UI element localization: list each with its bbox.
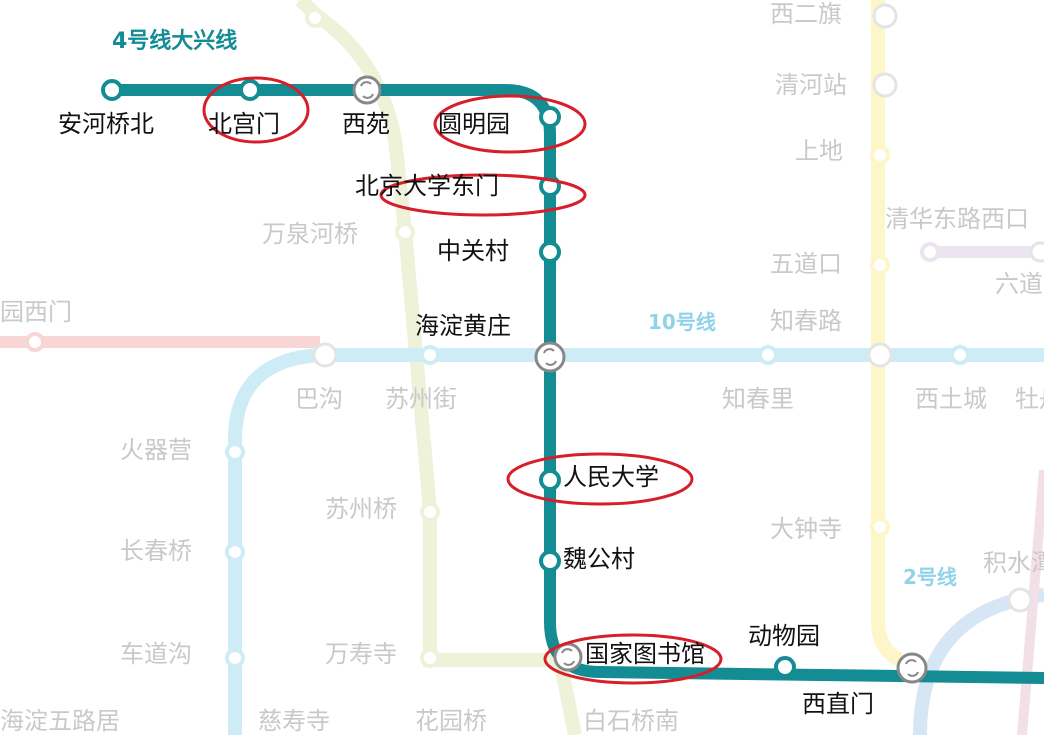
line4-station-circles <box>101 79 796 678</box>
highlight-yuanmingyuan <box>433 94 587 154</box>
station-label-baishiqiao-south: 白石桥南 <box>583 707 679 735</box>
transfer-arrows <box>360 81 919 677</box>
transfer-icon <box>553 642 583 672</box>
faded-station-circles <box>25 8 970 668</box>
station-label-huoqiying: 火器营 <box>120 436 192 464</box>
highlight-pku-east-gate <box>379 173 587 217</box>
station-label-changchunqiao: 长春桥 <box>120 537 192 565</box>
station-label-huayuanqiao: 花园桥 <box>415 707 487 735</box>
line10-title: 10号线 <box>648 310 716 334</box>
station-label-qinghua-east-road: 清华东路西口 <box>885 205 1029 233</box>
station-label-zhichunli: 知春里 <box>722 385 794 413</box>
station-label-suzhoujie: 苏州街 <box>385 385 457 413</box>
transfer-icon <box>352 75 382 105</box>
station-label-pku-east-gate: 北京大学东门 <box>355 172 499 200</box>
station-label-xitucheng: 西土城 <box>915 385 987 413</box>
highlight-national-library <box>543 633 723 685</box>
station-label-cishousi: 慈寿寺 <box>258 707 330 735</box>
station-label-xizhimen: 西直门 <box>802 690 874 718</box>
faded-transfer-icons <box>312 3 1044 613</box>
station-label-dongwuyuan: 动物园 <box>748 622 820 650</box>
station-label-weigongcun: 魏公村 <box>563 545 635 573</box>
station-label-mudanyuan: 牡丹园 <box>1015 385 1044 413</box>
line2-title: 2号线 <box>903 565 957 589</box>
station-label-chedaogou: 车道沟 <box>120 640 192 668</box>
station-label-dazhongsi: 大钟寺 <box>770 515 842 543</box>
transfer-icon <box>896 652 928 684</box>
station-label-national-library: 国家图书馆 <box>585 640 705 668</box>
station-label-wanquanhe-bridge: 万泉河桥 <box>262 220 358 248</box>
line4-path <box>106 84 1044 684</box>
line4-title: 4号线大兴线 <box>112 29 238 54</box>
station-label-jishuitan: 积水潭 <box>983 549 1044 577</box>
line-pink-faded-path <box>1017 469 1044 735</box>
highlight-renmin-daxue <box>506 452 694 506</box>
station-label-anheqiao-north: 安河桥北 <box>58 110 154 138</box>
station-label-qinghezhan: 清河站 <box>775 71 847 99</box>
station-label-renmin-daxue: 人民大学 <box>563 463 659 491</box>
station-label-beigongmen: 北宫门 <box>208 110 280 138</box>
station-label-xierqi: 西二旗 <box>770 0 842 28</box>
station-label-yuanmingyuan: 圆明园 <box>438 110 510 138</box>
station-label-suzhouqiao: 苏州桥 <box>325 495 397 523</box>
station-label-zhichunlu: 知春路 <box>770 307 842 335</box>
station-label-shangdi: 上地 <box>795 137 843 165</box>
transfer-icons <box>352 75 928 684</box>
station-label-zhongguancun: 中关村 <box>437 237 509 265</box>
station-label-bagou: 巴沟 <box>295 385 343 413</box>
station-label-wanshousi: 万寿寺 <box>325 640 397 668</box>
station-label-haidian-wuluju: 海淀五路居 <box>0 707 120 735</box>
station-label-xiyuan: 西苑 <box>342 110 390 138</box>
line10-faded-path <box>228 348 1044 735</box>
station-label-liudaokou: 六道口 <box>995 270 1044 298</box>
transfer-icon <box>534 341 566 373</box>
station-label-yuanximen: 园西门 <box>0 298 72 326</box>
highlight-beigongmen <box>202 76 310 144</box>
station-label-haidian-huangzhuang: 海淀黄庄 <box>415 312 511 340</box>
station-label-wudaokou: 五道口 <box>770 250 842 278</box>
line13-faded-path <box>871 0 904 667</box>
highlight-ellipses <box>202 76 723 685</box>
